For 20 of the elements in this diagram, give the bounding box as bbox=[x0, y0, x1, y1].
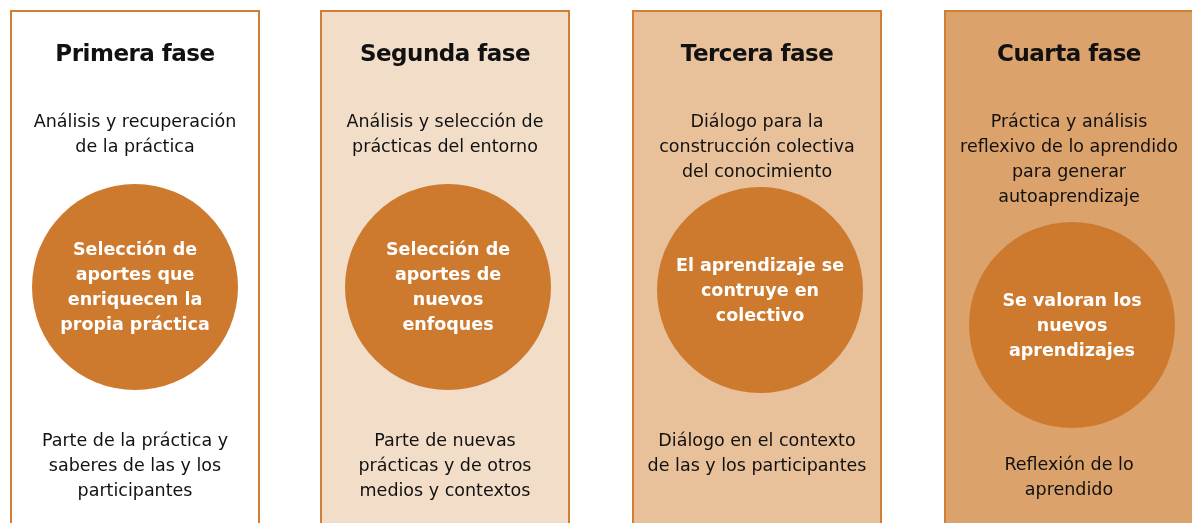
phase-heading: Cuarta fase bbox=[996, 40, 1142, 66]
phase-description: Diálogo para la construcción colectiva del conocimiento bbox=[658, 110, 856, 183]
circle-text: El aprendizaje se contruye en colectivo bbox=[675, 253, 845, 327]
phase-column bbox=[632, 10, 882, 523]
phase-description: Análisis y selección de prácticas del entorno bbox=[345, 110, 545, 158]
circle-text: Selección de aportes de nuevos enfoques bbox=[384, 238, 512, 336]
phase-column bbox=[10, 10, 260, 523]
circle-text: Se valoran los nuevos aprendizajes bbox=[1001, 288, 1143, 362]
phase-outcome: Reflexión de lo aprendido bbox=[1003, 453, 1135, 501]
phase-heading: Tercera fase bbox=[679, 40, 835, 66]
phase-outcome: Diálogo en el contexto de las y los participantes bbox=[646, 429, 868, 477]
phase-column bbox=[320, 10, 570, 523]
phase-description: Práctica y análisis reflexivo de lo aprendido para generar autoaprendizaje bbox=[959, 110, 1179, 208]
phase-column bbox=[944, 10, 1192, 523]
phase-outcome: Parte de nuevas prácticas y de otros medios y contextos bbox=[357, 429, 533, 502]
phase-heading: Segunda fase bbox=[358, 40, 532, 66]
circle-text: Selección de aportes que enriquecen la propia práctica bbox=[60, 238, 210, 336]
phase-heading: Primera fase bbox=[54, 40, 216, 66]
phase-description: Análisis y recuperación de la práctica bbox=[32, 110, 238, 158]
phase-outcome: Parte de la práctica y saberes de las y los participantes bbox=[40, 429, 230, 502]
